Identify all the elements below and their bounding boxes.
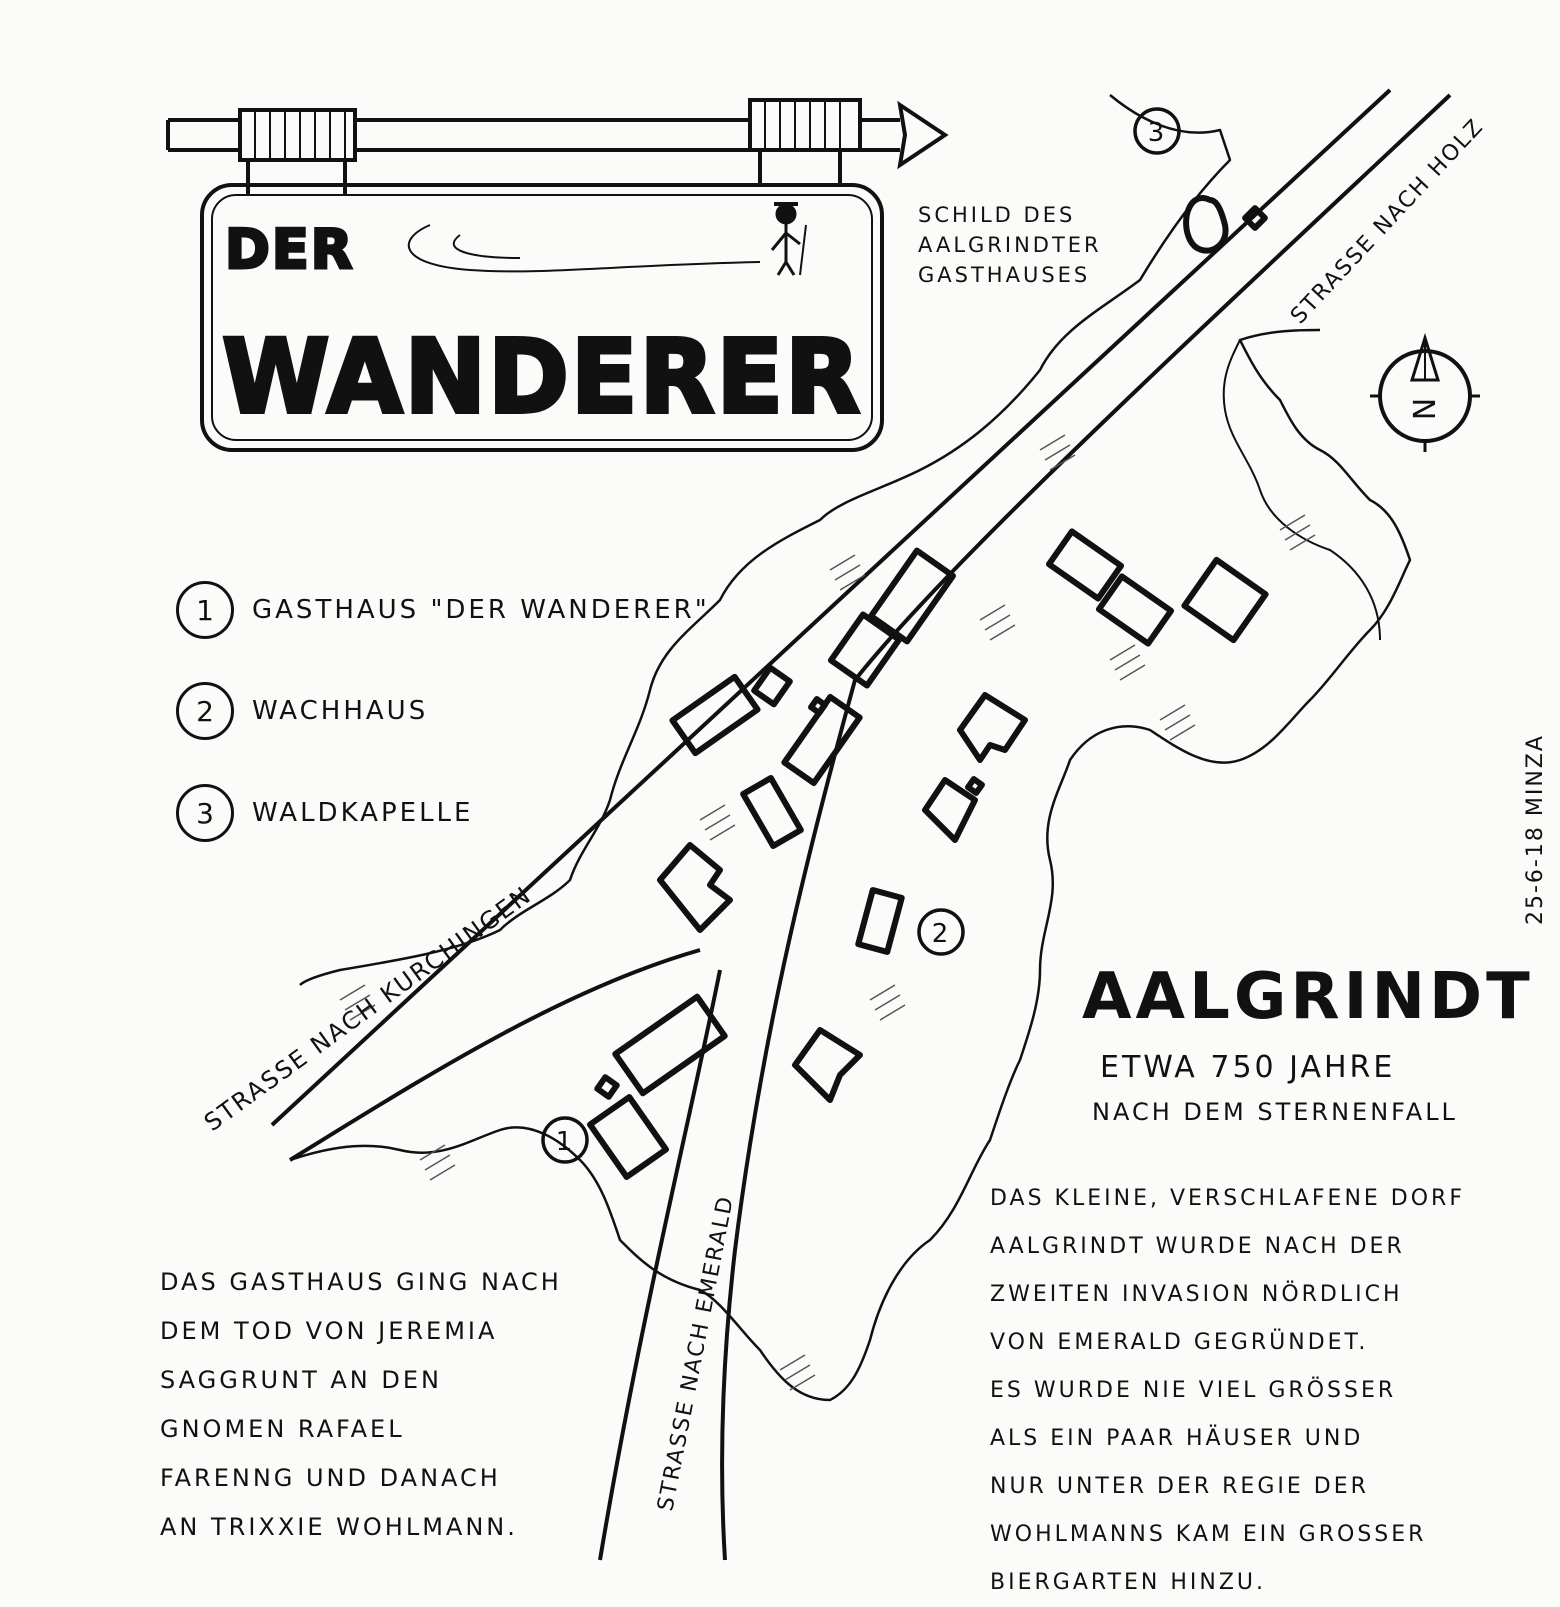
- road-label-kurchingen: STRASSE NACH KURCHINGEN: [199, 881, 537, 1137]
- legend-number: 2: [176, 682, 234, 740]
- sign-title-der: DER: [225, 218, 354, 281]
- svg-text:N: N: [1408, 396, 1443, 420]
- legend-label: GASTHAUS "DER WANDERER": [252, 595, 710, 625]
- road-holz-right: [853, 93, 1452, 682]
- legend-item-1: 1 GASTHAUS "DER WANDERER": [176, 575, 710, 645]
- svg-text:1: 1: [556, 1127, 575, 1157]
- legend-label: WALDKAPELLE: [252, 798, 474, 828]
- legend-label: WACHHAUS: [252, 696, 429, 726]
- road-kurchingen-lower: [288, 948, 701, 1162]
- legend-number: 1: [176, 581, 234, 639]
- inn-history-note: DAS GASTHAUS GING NACH DEM TOD VON JEREM…: [160, 1268, 562, 1541]
- legend-item-3: 3 WALDKAPELLE: [176, 778, 473, 848]
- map-marker-3: 3: [1133, 107, 1181, 155]
- sign-board: [200, 183, 884, 452]
- pole-bracket-left: [238, 108, 357, 162]
- village-title: AALGRINDT: [1082, 960, 1534, 1034]
- sign-title-wanderer: WANDERER: [222, 318, 862, 437]
- path-swirl: [407, 224, 761, 273]
- road-emerald-left: [598, 969, 722, 1561]
- terrain-hatching: [339, 434, 1316, 1391]
- road-emerald-right: [720, 679, 857, 1561]
- map-marker-1: 1: [541, 1116, 589, 1164]
- map-marker-2: 2: [917, 908, 965, 956]
- legend-number: 3: [176, 784, 234, 842]
- sign-caption: SCHILD DES AALGRINDTER GASTHAUSES: [918, 203, 1102, 287]
- village-subtitle-1: ETWA 750 JAHRE: [1100, 1050, 1396, 1085]
- houses: [586, 195, 1269, 1180]
- artist-signature: 25-6-18 MINZA: [1523, 734, 1548, 925]
- legend-item-2: 2 WACHHAUS: [176, 676, 428, 746]
- village-history-note: DAS KLEINE, VERSCHLAFENE DORF AALGRINDT …: [990, 1186, 1465, 1595]
- road-holz-left: [270, 88, 1392, 1127]
- inn-sign: [166, 98, 949, 452]
- village-subtitle-2: NACH DEM STERNENFALL: [1092, 1098, 1458, 1126]
- wanderer-figure-icon: [770, 202, 807, 276]
- forest-outline-right: [1222, 339, 1381, 641]
- pole-arrow-icon: [897, 100, 949, 170]
- svg-text:2: 2: [932, 919, 951, 949]
- pole-bracket-right: [748, 98, 862, 152]
- forest-outline: [289, 94, 1412, 1402]
- compass-rose: N: [1370, 332, 1480, 452]
- svg-text:3: 3: [1148, 118, 1167, 148]
